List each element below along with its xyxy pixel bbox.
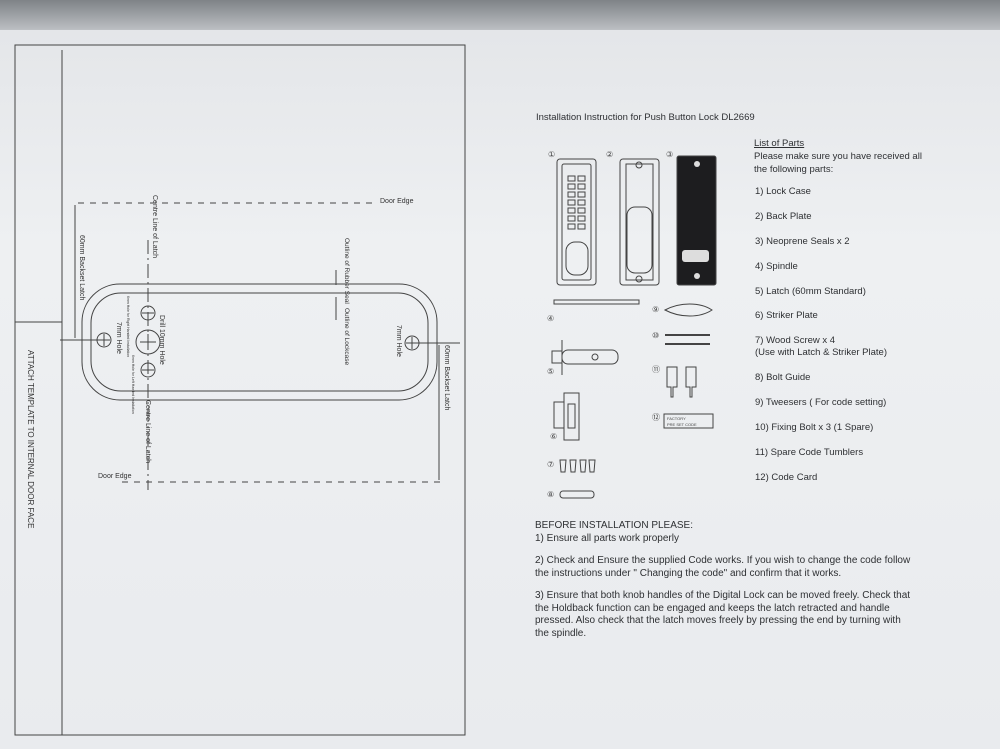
drill-10mm-label: Drill 10mm Hole bbox=[158, 315, 165, 365]
centre-line-top: Centre Line of Latch bbox=[151, 195, 158, 258]
fig-5: ⑤ bbox=[547, 367, 554, 376]
before-heading: BEFORE INSTALLATION PLEASE: bbox=[535, 520, 694, 531]
code-tumblers-drawing bbox=[666, 366, 697, 398]
outline-seal: Outline of Rubber Seal bbox=[343, 238, 350, 304]
wood-screws-drawing bbox=[559, 459, 596, 473]
fig-8: ⑧ bbox=[547, 490, 554, 499]
part-item: 3) Neoprene Seals x 2 bbox=[755, 236, 850, 247]
before-installation: BEFORE INSTALLATION PLEASE: 1) Ensure al… bbox=[535, 520, 915, 650]
bolt-guide-drawing bbox=[559, 490, 595, 499]
code-card-text-2: PRE SET CODE bbox=[667, 422, 697, 427]
paper-sheet bbox=[0, 30, 1000, 749]
fixing-bolts-drawing bbox=[665, 334, 710, 345]
rubber-seal-outline bbox=[81, 283, 438, 401]
part-item: 7) Wood Screw x 4 bbox=[755, 335, 836, 346]
before-item: 2) Check and Ensure the supplied Code wo… bbox=[535, 555, 911, 579]
tweezers-drawing bbox=[663, 303, 713, 317]
parts-heading: List of Parts bbox=[754, 138, 805, 149]
hole-left-label: 6mm Hole for Left Handed Installation bbox=[131, 355, 135, 414]
part-item: 11) Spare Code Tumblers bbox=[755, 447, 864, 458]
part-item: 9) Tweesers ( For code setting) bbox=[755, 397, 887, 408]
door-edge-top: Door Edge bbox=[380, 198, 414, 205]
parts-intro: Please make sure you have received all t… bbox=[754, 151, 922, 175]
hole-7mm-left-label: 7mm Hole bbox=[115, 322, 122, 354]
code-card-drawing bbox=[663, 413, 714, 429]
template-border bbox=[14, 44, 466, 736]
lock-case-drawing bbox=[556, 158, 597, 286]
lockcase-outline bbox=[90, 292, 429, 392]
fig-11: ⑪ bbox=[652, 365, 660, 374]
fig-1: ① bbox=[548, 150, 555, 159]
part-item: 6) Striker Plate bbox=[755, 310, 818, 321]
code-card-text-1: FACTORY bbox=[667, 416, 686, 421]
fig-7: ⑦ bbox=[547, 460, 554, 469]
latch-drawing bbox=[551, 340, 619, 375]
part-item: 12) Code Card bbox=[755, 472, 818, 483]
centre-line-bottom: Centre Line of Latch bbox=[144, 400, 151, 463]
backset-right: 60mm Backset Latch bbox=[443, 345, 450, 410]
neoprene-seal-drawing bbox=[676, 155, 717, 286]
hole-7mm-right bbox=[404, 335, 420, 351]
door-edge-bottom: Door Edge bbox=[98, 473, 132, 480]
part-item: 2) Back Plate bbox=[755, 211, 812, 222]
fig-2: ② bbox=[606, 150, 613, 159]
hole-7mm-right-label: 7mm Hole bbox=[395, 325, 402, 357]
part-item: 10) Fixing Bolt x 3 (1 Spare) bbox=[755, 422, 874, 433]
part-item: 4) Spindle bbox=[755, 261, 798, 272]
fig-12: ⑫ bbox=[652, 413, 660, 422]
fig-10: ⑩ bbox=[652, 331, 659, 340]
part-item: 5) Latch (60mm Standard) bbox=[755, 286, 866, 297]
back-plate-drawing bbox=[619, 158, 660, 286]
before-item: 3) Ensure that both knob handles of the … bbox=[535, 590, 911, 639]
fig-6: ⑥ bbox=[550, 432, 557, 441]
fig-9: ⑨ bbox=[652, 305, 659, 314]
before-item: 1) Ensure all parts work properly bbox=[535, 532, 679, 544]
part-item: 8) Bolt Guide bbox=[755, 372, 811, 383]
hole-right-label: 6mm Hole for Right Handed Installation bbox=[126, 296, 130, 357]
fig-3: ③ bbox=[666, 150, 673, 159]
fig-4: ④ bbox=[547, 314, 554, 323]
outline-lockcase: Outline of Lockcase bbox=[343, 308, 350, 365]
spindle-drawing bbox=[553, 299, 640, 305]
part-item: (Use with Latch & Striker Plate) bbox=[755, 347, 887, 358]
part-item: 1) Lock Case bbox=[755, 186, 811, 197]
side-label: ATTACH TEMPLATE TO INTERNAL DOOR FACE bbox=[26, 350, 35, 528]
part-illustrations bbox=[551, 155, 717, 499]
document-title: Installation Instruction for Push Button… bbox=[536, 112, 755, 123]
backset-left: 60mm Backset Latch bbox=[78, 235, 85, 300]
keypad-buttons bbox=[567, 175, 586, 230]
striker-plate-drawing bbox=[553, 392, 580, 441]
